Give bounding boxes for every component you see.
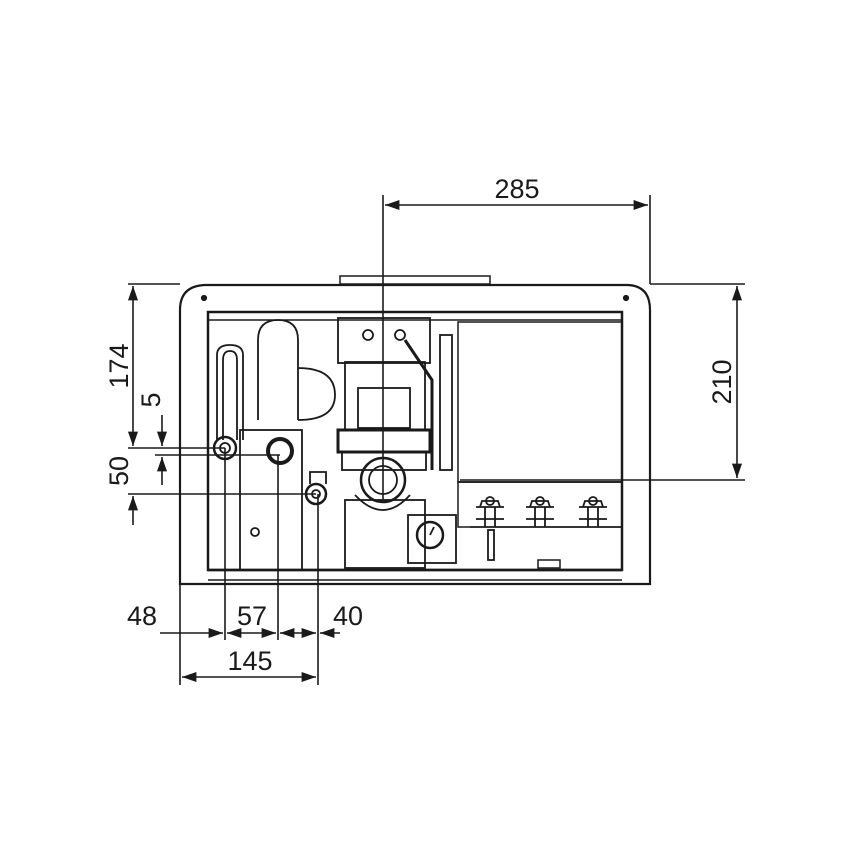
tank-section	[457, 321, 623, 569]
pipework	[212, 319, 336, 571]
dim-label-210: 210	[707, 359, 737, 404]
unit-housing	[178, 275, 652, 586]
dim-label-48: 48	[127, 601, 157, 631]
dim-label-50: 50	[104, 456, 134, 486]
dim-label-145: 145	[227, 646, 272, 676]
valves	[476, 496, 607, 561]
dim-label-174: 174	[104, 343, 134, 388]
dimension-lines	[127, 195, 745, 685]
dim-label-40: 40	[333, 601, 363, 631]
pump-block	[336, 317, 457, 569]
dim-label-57: 57	[237, 601, 267, 631]
dim-label-285: 285	[494, 174, 539, 204]
dim-label-5: 5	[136, 392, 166, 407]
